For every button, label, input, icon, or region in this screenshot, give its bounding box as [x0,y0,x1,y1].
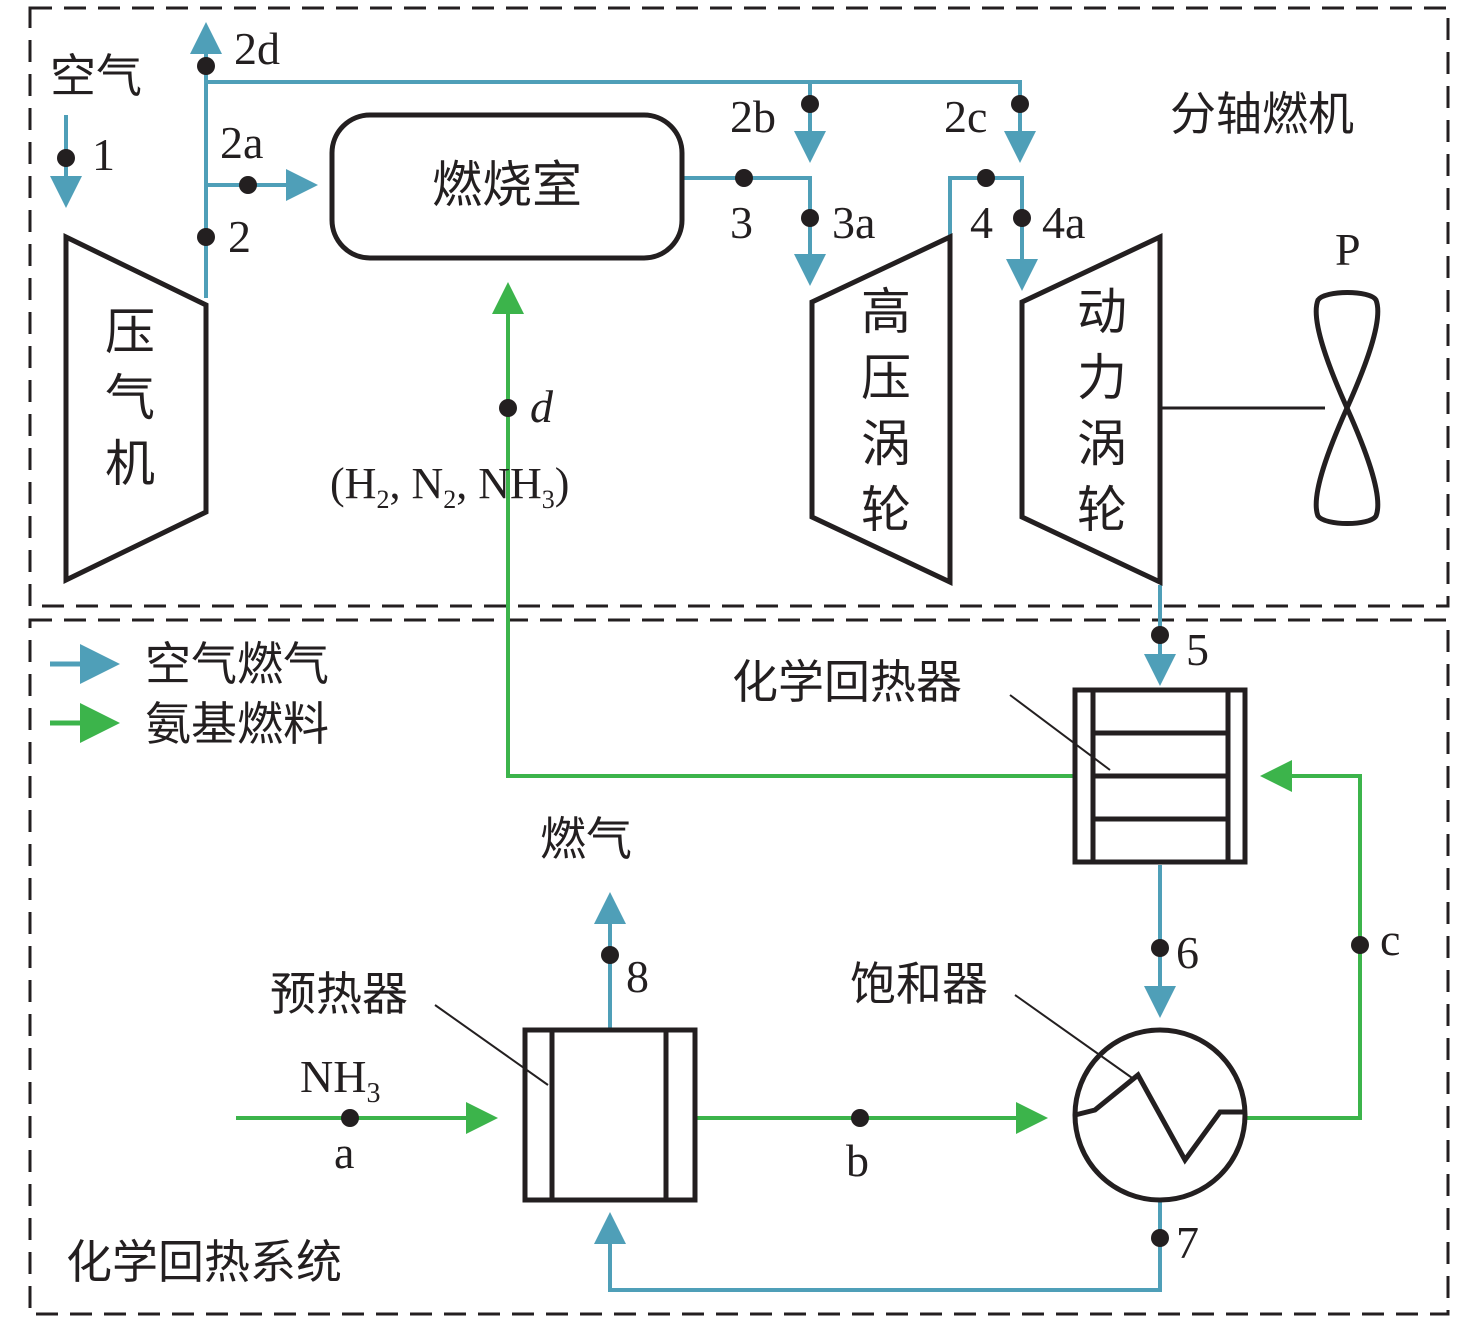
recuperator-leader [1009,694,1111,771]
label-1: 1 [92,129,115,180]
dot-4a [1013,209,1031,227]
combustor-label: 燃烧室 [432,156,582,214]
label-b: b [846,1135,869,1186]
label-5: 5 [1186,624,1209,675]
preheater-label: 预热器 [270,967,408,1021]
recuperator-internals [1090,690,1231,862]
legend-fuel-label: 氨基燃料 [145,697,329,751]
label-a: a [334,1127,354,1178]
stream-d-line [492,282,1075,778]
fuel-composition-label: (H2, N2, NH3) [330,459,569,514]
recuperation-region-title: 化学回热系统 [66,1235,342,1289]
dot-5 [1151,626,1169,644]
leader-lines [434,694,1136,1086]
flue-gas-label: 燃气 [540,812,632,866]
split-shaft-region-title: 分轴燃机 [1170,87,1354,141]
air-inlet-label: 空气 [50,49,142,103]
dot-2c [1011,95,1029,113]
region-borders [28,6,1450,1316]
nh3-inlet-main: NH [300,1051,366,1102]
dot-d [499,399,517,417]
dot-2d [197,57,215,75]
label-8: 8 [626,951,649,1002]
propeller-icon [1313,290,1381,526]
label-6: 6 [1176,927,1199,978]
label-4: 4 [970,197,993,248]
dot-3a [801,209,819,227]
label-3: 3 [730,197,753,248]
label-2c: 2c [944,91,987,142]
stream-7-line [594,1200,1162,1292]
hp-turbine-label: 高压涡轮 [861,283,911,539]
dot-b [851,1109,869,1127]
saturator-label: 饱和器 [850,957,988,1011]
dot-2a [239,176,257,194]
label-d: d [530,381,554,432]
components [63,112,1248,1203]
dot-1 [57,149,75,167]
label-2b: 2b [730,91,776,142]
stream-3-line [682,176,826,286]
legend: 空气燃气 氨基燃料 [50,637,329,751]
dot-8 [601,946,619,964]
compressor-body [63,233,209,584]
label-3a: 3a [832,197,875,248]
power-turbine-body [1019,233,1163,586]
label-4a: 4a [1042,197,1085,248]
label-2: 2 [228,211,251,262]
dot-2b [801,95,819,113]
label-2d: 2d [234,23,280,74]
label-7: 7 [1176,1217,1199,1268]
dot-7 [1151,1229,1169,1247]
chemical-recuperator-label: 化学回热器 [732,655,962,709]
stream-c-line [1245,760,1362,1120]
dot-a [341,1109,359,1127]
split-shaft-region-border [28,6,1450,608]
label-c: c [1380,914,1400,965]
dot-2 [197,228,215,246]
dot-4 [977,169,995,187]
power-turbine-label: 动力涡轮 [1077,283,1127,539]
label-2a: 2a [220,117,263,168]
nh3-inlet-label: NH3 [300,1051,380,1109]
preheater-internals [549,1030,669,1200]
preheater-leader [434,1004,549,1086]
dot-6 [1151,939,1169,957]
load-label: P [1335,224,1361,275]
dot-3 [735,169,753,187]
saturator-leader [1014,994,1136,1081]
compressor-label: 压气机 [105,303,155,493]
combustor-body [329,112,685,261]
state-point-dots [57,57,1369,1247]
state-point-labels: 1 2d 2 2a 2b 2c 3 3a 4 4a 5 6 7 8 a b c … [92,23,1400,1268]
hp-turbine-body [809,233,953,586]
dot-c [1351,936,1369,954]
saturator-coil-icon [1074,1071,1245,1165]
bleed-header-line [206,80,1036,163]
nh3-inlet-subscript: 3 [366,1078,380,1109]
recuperation-region-border [28,618,1450,1316]
legend-air-gas-label: 空气燃气 [145,637,329,691]
